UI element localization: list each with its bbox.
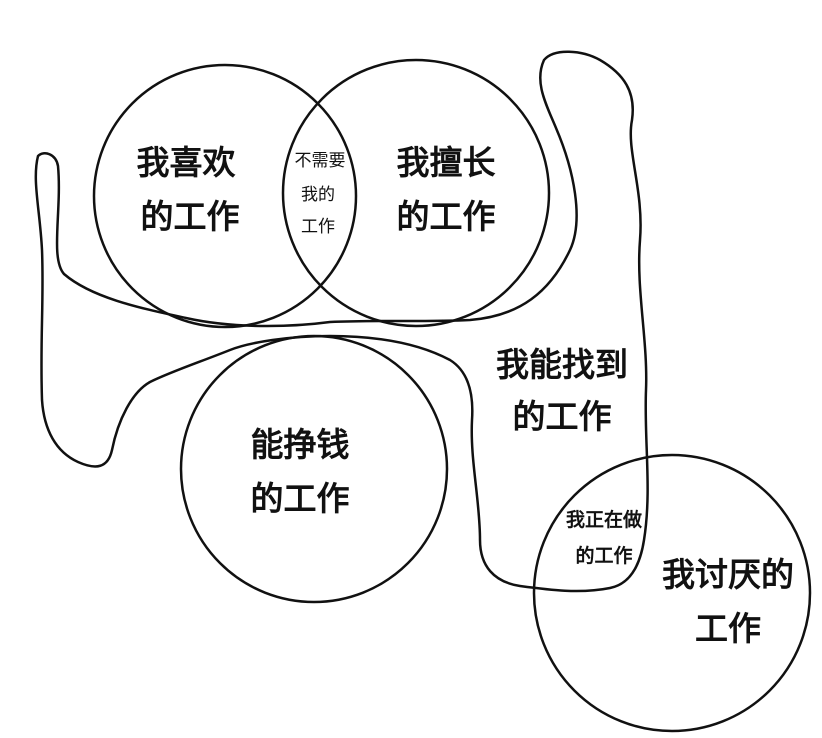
can-find-boundary: [34, 50, 649, 593]
hate-circle: [532, 453, 812, 733]
doing-label-2: 的工作: [575, 544, 632, 567]
like-label-1: 我喜欢: [137, 143, 237, 182]
overlap-label-1: 不需要: [295, 151, 346, 171]
good-at-circle: [281, 58, 551, 328]
can-find-label-2: 的工作: [513, 397, 612, 436]
hate-label-1: 我讨厌的: [662, 555, 794, 594]
like-circle: [92, 63, 358, 329]
earn-label-1: 能挣钱: [251, 425, 350, 464]
overlap-label-3: 工作: [301, 217, 335, 237]
doing-label-1: 我正在做: [566, 508, 642, 531]
hate-label-2: 工作: [695, 609, 761, 648]
like-label-2: 的工作: [141, 197, 240, 236]
good-at-label-1: 我擅长: [397, 143, 496, 182]
overlap-label-2: 我的: [301, 185, 335, 205]
earn-label-2: 的工作: [251, 479, 350, 518]
earn-circle: [179, 334, 449, 604]
good-at-label-2: 的工作: [397, 197, 496, 236]
can-find-label-1: 我能找到: [496, 345, 628, 384]
